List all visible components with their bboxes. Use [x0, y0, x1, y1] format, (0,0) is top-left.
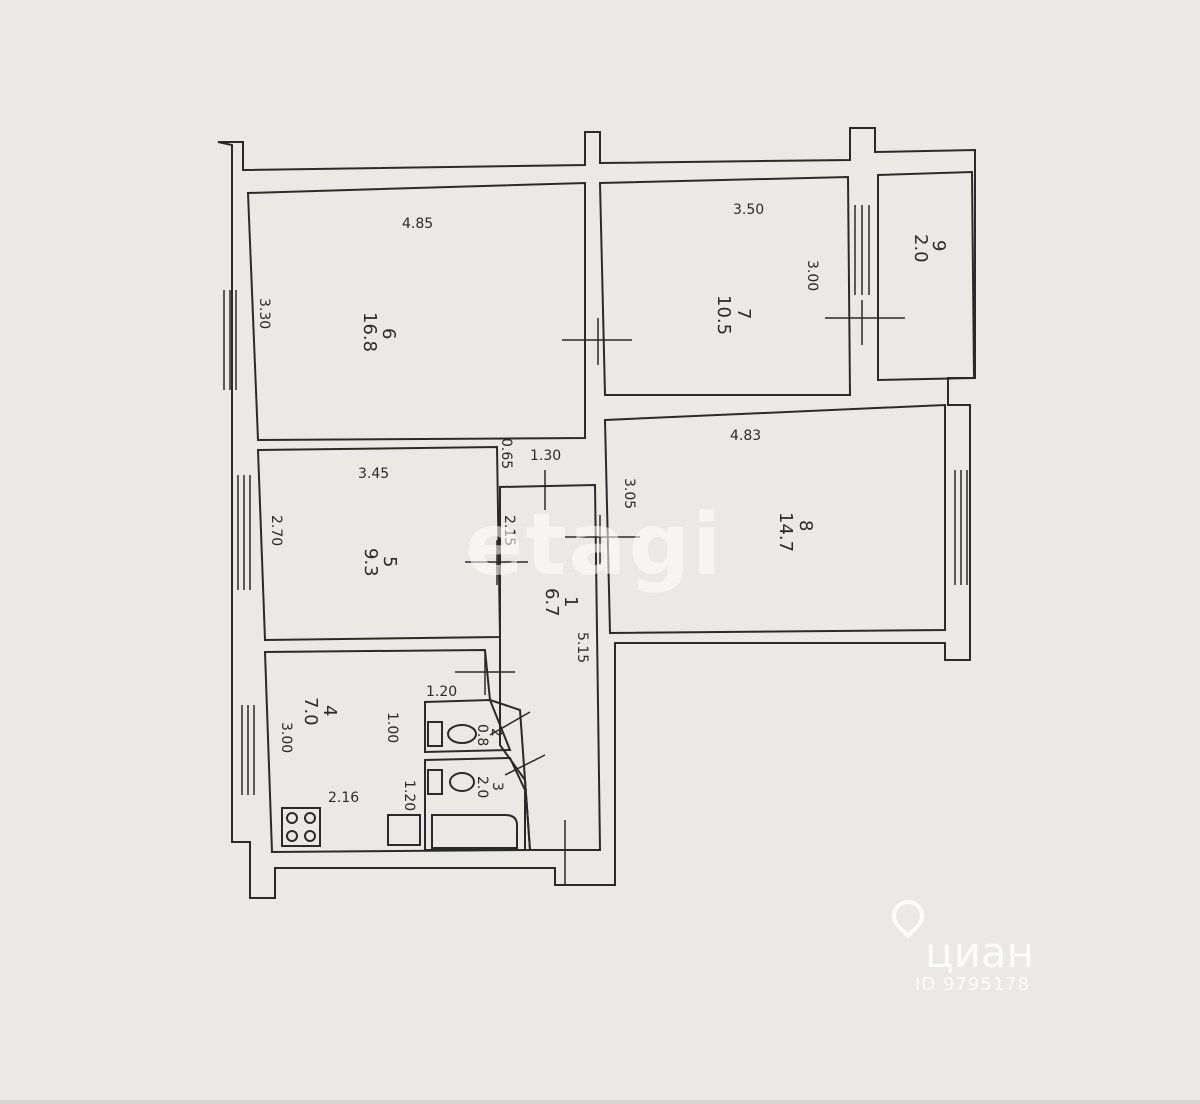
outer-wall: [217, 127, 976, 899]
room-8-outline: [603, 403, 946, 635]
room-2-outline: [424, 698, 512, 754]
stove-burner-icon: [286, 812, 298, 824]
room-9-number: 9: [928, 240, 949, 251]
dim-corridor-gap: 0.65: [498, 438, 514, 469]
dim-kitchen-width: 2.16: [328, 790, 359, 806]
etagi-watermark: etagi: [465, 495, 724, 595]
dim-room5-depth: 2.70: [268, 515, 284, 546]
dim-kitchen-depth: 3.00: [278, 722, 294, 753]
dim-corridor-depth: 2.15: [501, 515, 517, 546]
dim-wc-width: 1.20: [426, 684, 457, 700]
bathtub-icon: [431, 814, 518, 849]
bath-sink-icon: [427, 769, 443, 795]
room-2-area: 0.8: [474, 724, 490, 746]
room-4-number: 4: [319, 705, 340, 716]
room-7-number: 7: [733, 308, 754, 319]
toilet-icon: [427, 721, 443, 747]
room-9-area: 2.0: [910, 234, 931, 263]
room-1-number: 1: [560, 596, 581, 607]
dim-room8-depth: 3.05: [621, 478, 637, 509]
room-3-outline: [424, 756, 526, 851]
room-3-number: 3: [489, 782, 505, 791]
room-6-number: 6: [378, 328, 399, 339]
stove-icon: [281, 807, 321, 847]
dim-corridor-width: 1.30: [530, 448, 561, 464]
dim-room5-width: 3.45: [358, 466, 389, 482]
dim-room8-width: 4.83: [730, 428, 761, 444]
dim-bath-depth: 1.20: [401, 780, 417, 811]
cian-id-watermark: ID 9795178: [915, 974, 1031, 995]
room-7-area: 10.5: [713, 295, 734, 335]
room-9-outline: [877, 170, 976, 382]
dim-wc-depth: 1.00: [384, 712, 400, 743]
dim-corridor-length: 5.15: [574, 632, 590, 663]
room-8-area: 14.7: [775, 512, 796, 552]
room-3-area: 2.0: [474, 776, 490, 798]
dim-room7-width: 3.50: [733, 202, 764, 218]
dim-room7-depth: 3.00: [804, 260, 820, 291]
room-7-outline: [598, 175, 852, 396]
room-1-area: 6.7: [541, 588, 562, 617]
cian-watermark: циан: [925, 928, 1035, 977]
room-5-number: 5: [379, 556, 400, 567]
room-5-area: 9.3: [360, 548, 381, 577]
door-marks: [455, 300, 905, 885]
dim-room6-width: 4.85: [402, 216, 433, 232]
windows: [223, 205, 968, 795]
room-6-outline: [246, 181, 586, 442]
room-2-number: 2: [488, 728, 504, 737]
sink-icon: [387, 814, 421, 846]
room-6-area: 16.8: [359, 312, 380, 352]
room-4-area: 7.0: [300, 697, 321, 726]
room-8-number: 8: [795, 520, 816, 531]
dim-room6-depth: 3.30: [256, 298, 272, 329]
